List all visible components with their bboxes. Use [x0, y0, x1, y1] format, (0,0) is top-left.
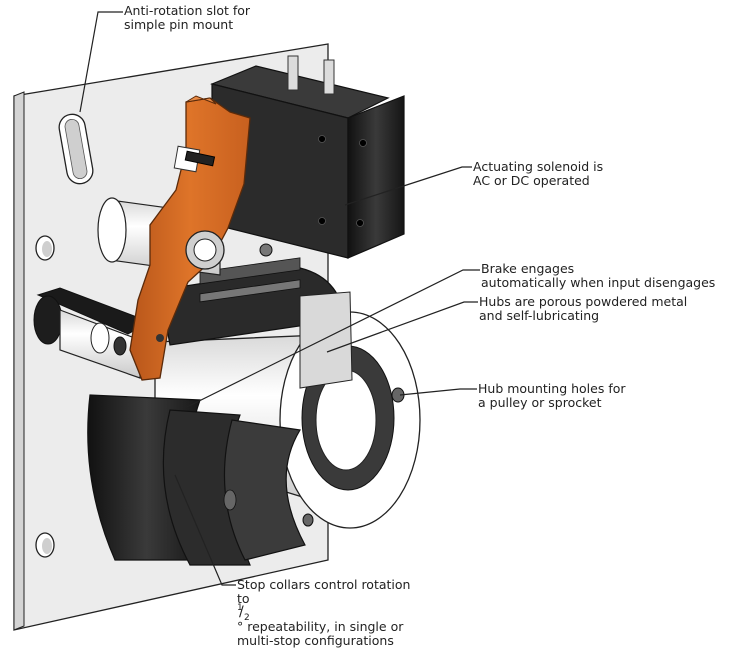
solenoid-terminal: [323, 59, 335, 95]
leader-solenoid: [344, 166, 472, 206]
hub-mounting-hole: [302, 513, 314, 527]
leader-stop-collars: [174, 474, 236, 586]
anti-rotation-slot: [58, 113, 94, 185]
leader-brake: [184, 269, 480, 409]
brake-assembly: [159, 257, 353, 389]
stop-collars-line2: to 1/2° repeatability, in single or: [237, 591, 404, 634]
stop-collars: [87, 394, 306, 566]
leader-anti-rotation: [79, 11, 123, 113]
side-shaft: [33, 287, 152, 379]
label-anti-rotation-slot: Anti-rotation slot for simple pin mount: [124, 3, 251, 32]
leader-lines: [79, 11, 480, 586]
label-brake-engages: Brake engages automatically when input d…: [481, 261, 716, 290]
label-actuating-solenoid: Actuating solenoid is AC or DC operated: [473, 159, 604, 188]
leader-hubs: [326, 301, 478, 353]
label-hubs: Hubs are porous powdered metal and self-…: [479, 294, 688, 323]
actuating-arm: [129, 95, 251, 381]
arm-pin: [184, 150, 216, 167]
label-hub-mounting-holes: Hub mounting holes for a pulley or sproc…: [478, 381, 626, 410]
solenoid-terminal: [287, 55, 299, 91]
one-half-fraction: 1/2: [237, 603, 250, 623]
leader-mounting-holes: [399, 388, 477, 396]
